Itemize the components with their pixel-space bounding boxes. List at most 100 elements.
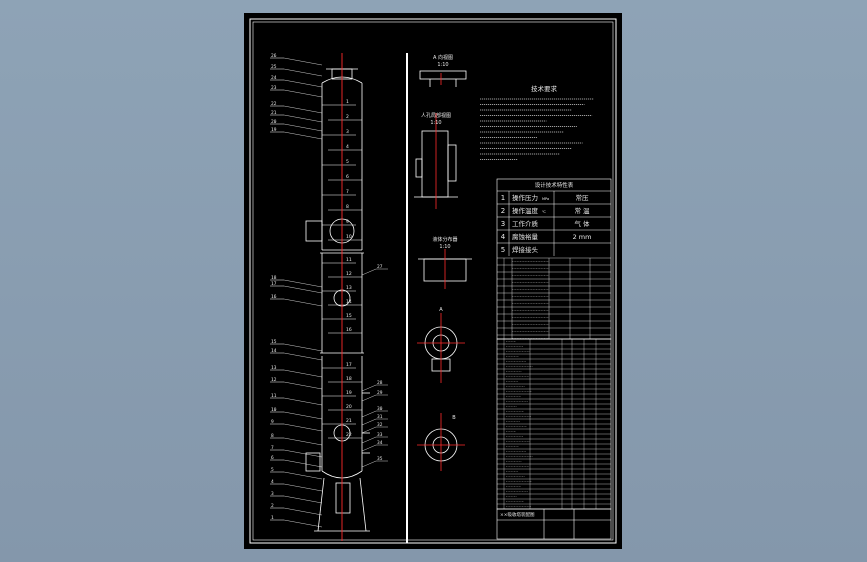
part-number: 24 [271, 75, 277, 81]
right-callout: 32 [361, 422, 388, 434]
part-number: 2 [271, 503, 274, 509]
part-number: 19 [271, 127, 277, 133]
part-number: 23 [271, 85, 277, 91]
design-row-value: 气 体 [574, 219, 590, 228]
part-number: 8 [271, 433, 274, 439]
tray-number: 10 [346, 234, 352, 240]
part-number: 20 [271, 119, 277, 125]
part-leader: 15 [270, 339, 323, 352]
part-number: 12 [271, 377, 277, 383]
part-leader: 17 [270, 281, 323, 294]
part-number: 3 [271, 491, 274, 497]
tray-number: 7 [346, 189, 349, 195]
part-leader: 10 [270, 407, 323, 420]
distributor-view-label: 液体分布器 [432, 236, 457, 243]
part-leader: 26 [270, 53, 323, 66]
part-number: 4 [271, 479, 274, 485]
sheet-border [249, 18, 617, 544]
top-view-scale: 1:10 [437, 62, 448, 68]
tray-number: 20 [346, 404, 352, 410]
tray-lines [322, 104, 362, 439]
part-leader: 9 [270, 419, 323, 432]
right-callout: 33 [361, 432, 388, 444]
title-block-name: ××吸收塔装配图 [500, 511, 535, 518]
part-leader: 24 [270, 75, 323, 88]
design-row-value: 2 mm [573, 233, 592, 241]
callout-number: 31 [377, 414, 383, 420]
tray-number: 17 [346, 362, 352, 368]
part-number: 14 [271, 348, 277, 354]
right-callout: 34 [361, 440, 388, 452]
design-row-label: 焊接接头 [512, 245, 539, 254]
design-row-label: 工作介质 [512, 219, 539, 228]
part-number: 7 [271, 445, 274, 451]
part-number: 18 [271, 275, 277, 281]
part-leader: 3 [270, 491, 323, 504]
part-number: 9 [271, 419, 274, 425]
manhole-view-label: 人孔局部视图 [421, 112, 451, 119]
design-row-unit: ℃ [542, 210, 546, 214]
part-number: 22 [271, 101, 277, 107]
part-leader: 14 [270, 348, 323, 361]
top-view-label: A 向视图 [433, 54, 453, 61]
tray-number: 18 [346, 376, 352, 382]
part-leader: 13 [270, 365, 323, 378]
distributor-view-scale: 1:10 [439, 244, 450, 250]
part-number: 13 [271, 365, 277, 371]
right-callout: 29 [361, 390, 388, 402]
design-row-label: 操作温度 [512, 206, 539, 215]
design-row-value: 常 温 [574, 206, 590, 215]
part-leader: 19 [270, 127, 323, 140]
notes-title: 技术要求 [531, 84, 558, 93]
design-table-row: 4 腐蚀裕量 2 mm [497, 229, 611, 243]
part-leader: 1 [270, 515, 323, 528]
right-callout: 27 [361, 264, 388, 276]
column-elevation [305, 68, 370, 532]
tray-number: 3 [346, 129, 349, 135]
detail-view-frame [406, 53, 408, 543]
tray-number: 4 [346, 144, 349, 150]
part-leader: 18 [270, 275, 323, 288]
part-number: 10 [271, 407, 277, 413]
callout-number: 30 [377, 406, 383, 412]
tray-number: 12 [346, 271, 352, 277]
design-row-label: 腐蚀裕量 [512, 232, 539, 241]
callout-number: 32 [377, 422, 383, 428]
parts-list-rows [497, 338, 611, 509]
callout-number: 27 [377, 264, 383, 270]
tray-number: 1 [346, 99, 349, 105]
tray-number: 5 [346, 159, 349, 165]
part-leader: 16 [270, 294, 323, 307]
part-number: 11 [271, 393, 277, 399]
part-number: 16 [271, 294, 277, 300]
part-number: 1 [271, 515, 274, 521]
callout-number: 28 [377, 380, 383, 386]
part-number: 25 [271, 64, 277, 70]
tray-number: 9 [346, 219, 349, 225]
callout-number: 33 [377, 432, 383, 438]
part-leader: 8 [270, 433, 323, 446]
tray-number: 21 [346, 418, 352, 424]
tray-number: 15 [346, 313, 352, 319]
design-row-label: 操作压力 [512, 193, 538, 202]
part-leader: 5 [270, 467, 323, 480]
tray-number: 2 [346, 114, 349, 120]
tray-number: 6 [346, 174, 349, 180]
part-number: 21 [271, 110, 277, 116]
design-table-title: 设计技术特性表 [535, 181, 574, 189]
part-leader: 4 [270, 479, 323, 492]
tray-number: 16 [346, 327, 352, 333]
design-row-number: 4 [501, 233, 506, 241]
part-leader: 11 [270, 393, 323, 406]
part-number: 17 [271, 281, 277, 287]
tray-number: 11 [346, 257, 352, 263]
